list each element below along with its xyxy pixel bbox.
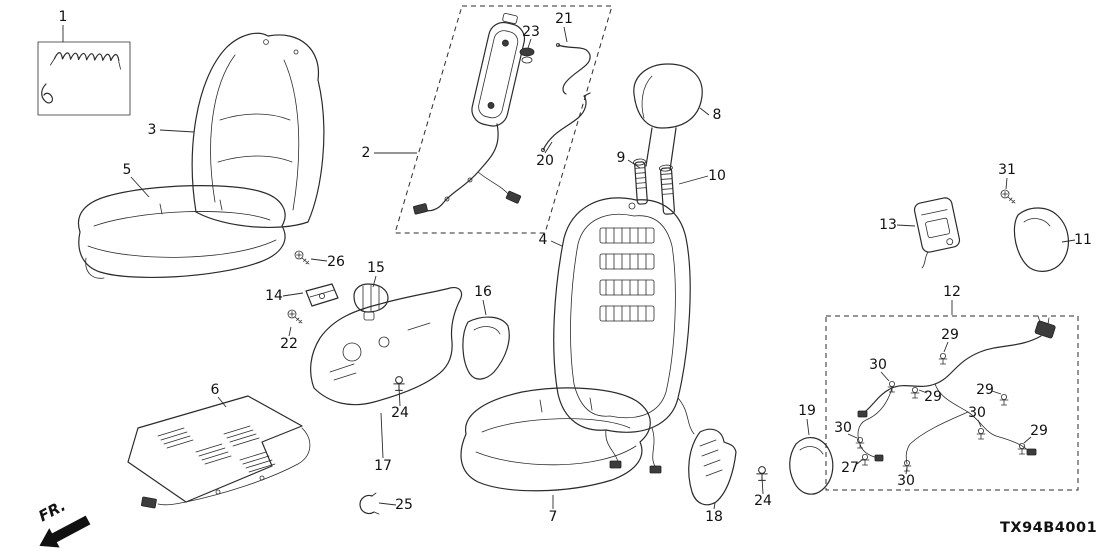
part-label-30-b: 30: [968, 405, 986, 421]
part-label-4: 4: [538, 232, 548, 248]
part-label-7: 7: [548, 509, 558, 525]
part-label-29-b: 29: [924, 389, 942, 405]
part-label-27: 27: [841, 460, 859, 476]
knob-15: [353, 283, 389, 321]
part-label-6: 6: [210, 382, 220, 398]
part-label-21: 21: [555, 11, 573, 27]
part-label-25: 25: [395, 497, 413, 513]
part-label-29-c: 29: [976, 382, 994, 398]
part-label-30-a: 30: [869, 357, 887, 373]
bolt-31: [1000, 189, 1016, 204]
part-label-8: 8: [712, 107, 722, 123]
part-label-24-b: 24: [754, 493, 772, 509]
hog-ring-set: [37, 41, 131, 116]
part-label-23: 23: [522, 24, 540, 40]
part-label-30-c: 30: [834, 420, 852, 436]
seat-back-frame: [553, 197, 695, 474]
part-label-20: 20: [536, 153, 554, 169]
part-label-22: 22: [280, 336, 298, 352]
recline-cover-outer: [789, 437, 834, 495]
part-label-30-d: 30: [897, 473, 915, 489]
part-label-29-a: 29: [941, 327, 959, 343]
trim-cover-16: [462, 316, 510, 380]
part-label-14: 14: [265, 288, 283, 304]
part-label-18: 18: [705, 509, 723, 525]
part-label-2: 2: [361, 145, 371, 161]
wire-harness-assembly: [825, 315, 1079, 491]
wire-21: [556, 43, 591, 95]
lumbar-motor: [913, 197, 961, 269]
screw-22: [287, 309, 303, 324]
part-label-26: 26: [327, 254, 345, 270]
seat-back-pad: [191, 32, 325, 229]
diagram-code: TX94B4001: [1000, 520, 1098, 536]
part-label-11: 11: [1074, 232, 1092, 248]
part-label-13: 13: [879, 217, 897, 233]
part-label-9: 9: [616, 150, 626, 166]
part-label-1: 1: [58, 9, 68, 25]
part-label-19: 19: [798, 403, 816, 419]
side-airbag-assembly: [394, 5, 613, 234]
cushion-trim-cover: [460, 387, 651, 492]
part-label-3: 3: [147, 122, 157, 138]
screw-26: [294, 250, 310, 265]
part-label-31: 31: [998, 162, 1016, 178]
front-direction-arrow: [39, 515, 91, 548]
headrest: [633, 63, 703, 171]
side-trim-panel: [310, 287, 463, 406]
recline-cover-inner: [688, 428, 737, 506]
wire-20: [541, 92, 591, 152]
switch-14: [305, 283, 339, 307]
ring-clip-25: [359, 492, 380, 515]
part-label-29-d: 29: [1030, 423, 1048, 439]
part-label-5: 5: [122, 162, 132, 178]
part-label-17: 17: [374, 458, 392, 474]
part-label-16: 16: [474, 284, 492, 300]
seat-heater-pad: [127, 395, 311, 509]
grommet-23: [519, 47, 535, 64]
part-label-10: 10: [708, 168, 726, 184]
seat-cushion-pad: [77, 185, 286, 279]
part-label-15: 15: [367, 260, 385, 276]
part-label-12: 12: [943, 284, 961, 300]
part-label-24-a: 24: [391, 405, 409, 421]
side-cover-11: [1013, 207, 1069, 272]
headrest-guides: [633, 158, 675, 215]
leader-lines: [62, 25, 1076, 510]
